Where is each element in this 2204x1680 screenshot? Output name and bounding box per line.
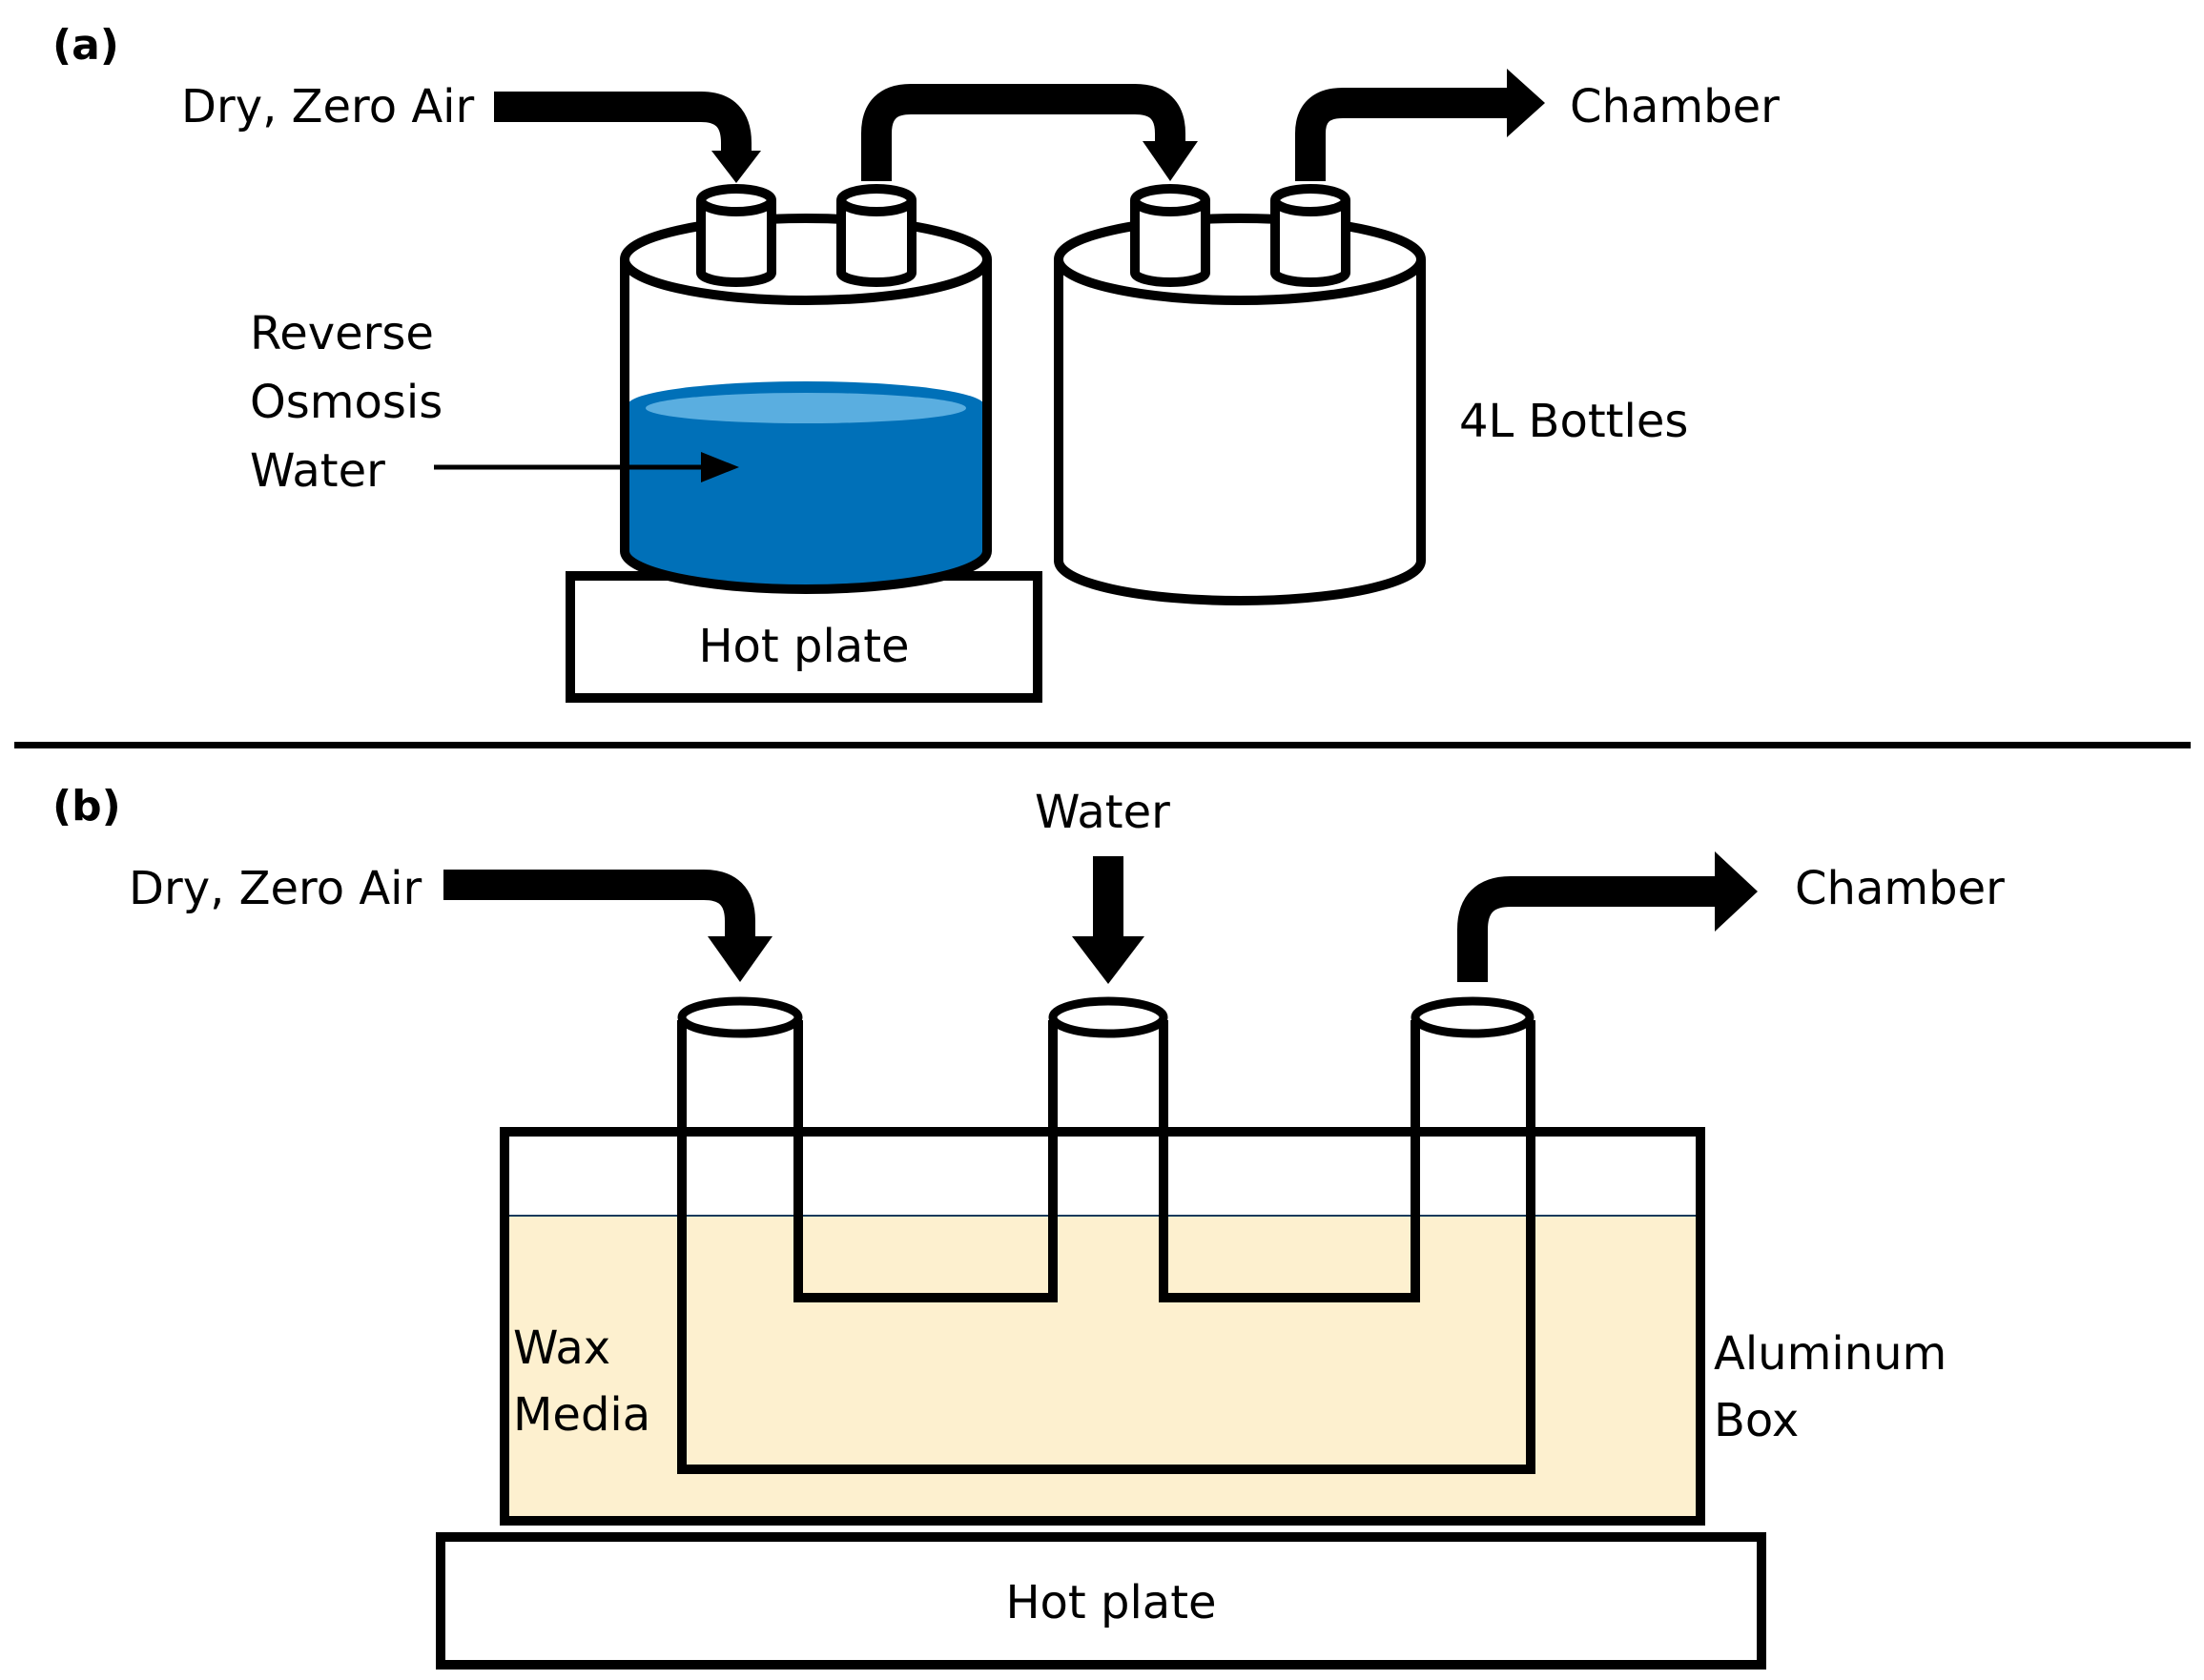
panel-b-water-port (1048, 996, 1168, 1038)
panel-b-label: (b) (52, 782, 121, 830)
panel-divider (14, 742, 2191, 748)
panel-b-water-arrow (1072, 856, 1144, 984)
panel-a-bottle2-outlet-port (1270, 184, 1350, 287)
media-label-line-1: Wax (513, 1321, 610, 1375)
box-label-line-2: Box (1714, 1394, 1799, 1447)
aluminum-box-wall (500, 1127, 1705, 1526)
panel-a-label: (a) (52, 21, 119, 70)
panel-b-hot-plate-label: Hot plate (1005, 1576, 1216, 1629)
media-label-line-2: Media (513, 1388, 650, 1442)
panel-a: (a) Dry, Zero Air Chamber Hot plate (52, 21, 1780, 703)
panel-b-inlet-port (677, 996, 803, 1038)
panel-b-hot-plate-body (436, 1532, 1766, 1670)
panel-a-outlet-label: Chamber (1570, 80, 1780, 133)
panel-a-transfer-arrow (861, 84, 1198, 181)
panel-b-outlet-arrow (1457, 851, 1758, 982)
panel-a-bottle2-inlet-port (1130, 184, 1210, 287)
panel-a-inlet-arrow (494, 92, 761, 183)
water-surface (646, 393, 966, 423)
panel-a-bottle1-outlet-port (836, 184, 917, 287)
panel-b-hot-plate: Hot plate (436, 1532, 1766, 1670)
water-fill (628, 381, 984, 589)
panel-a-empty-bottle (1054, 184, 1426, 605)
panel-b-outlet-port (1411, 996, 1535, 1038)
water-label-line-3: Water (250, 444, 385, 498)
submerged-tubing (677, 1020, 1535, 1474)
panel-a-hot-plate: Hot plate (566, 571, 1042, 703)
water-pointer-arrow (434, 452, 739, 482)
panel-a-hot-plate-body (566, 571, 1042, 703)
panel-b-water-inlet-label: Water (1035, 786, 1170, 839)
panel-b: (b) Dry, Zero Air Water Chamber Wax Medi… (52, 782, 2005, 1670)
bottles-label: 4L Bottles (1459, 395, 1688, 448)
panel-b-inlet-label: Dry, Zero Air (129, 862, 422, 915)
panel-a-water-label: Reverse Osmosis Water (250, 307, 443, 498)
panel-a-outlet-arrow (1295, 69, 1545, 181)
panel-b-inlet-arrow (443, 870, 772, 982)
panel-a-bottle1-inlet-port (696, 184, 776, 287)
box-label-line-1: Aluminum (1714, 1327, 1947, 1381)
panel-a-inlet-label: Dry, Zero Air (181, 80, 475, 133)
panel-a-water-bottle (620, 184, 992, 594)
panel-a-hot-plate-label: Hot plate (698, 620, 909, 673)
panel-b-outlet-label: Chamber (1795, 862, 2005, 915)
water-label-line-1: Reverse (250, 307, 434, 360)
water-label-line-2: Osmosis (250, 376, 443, 429)
